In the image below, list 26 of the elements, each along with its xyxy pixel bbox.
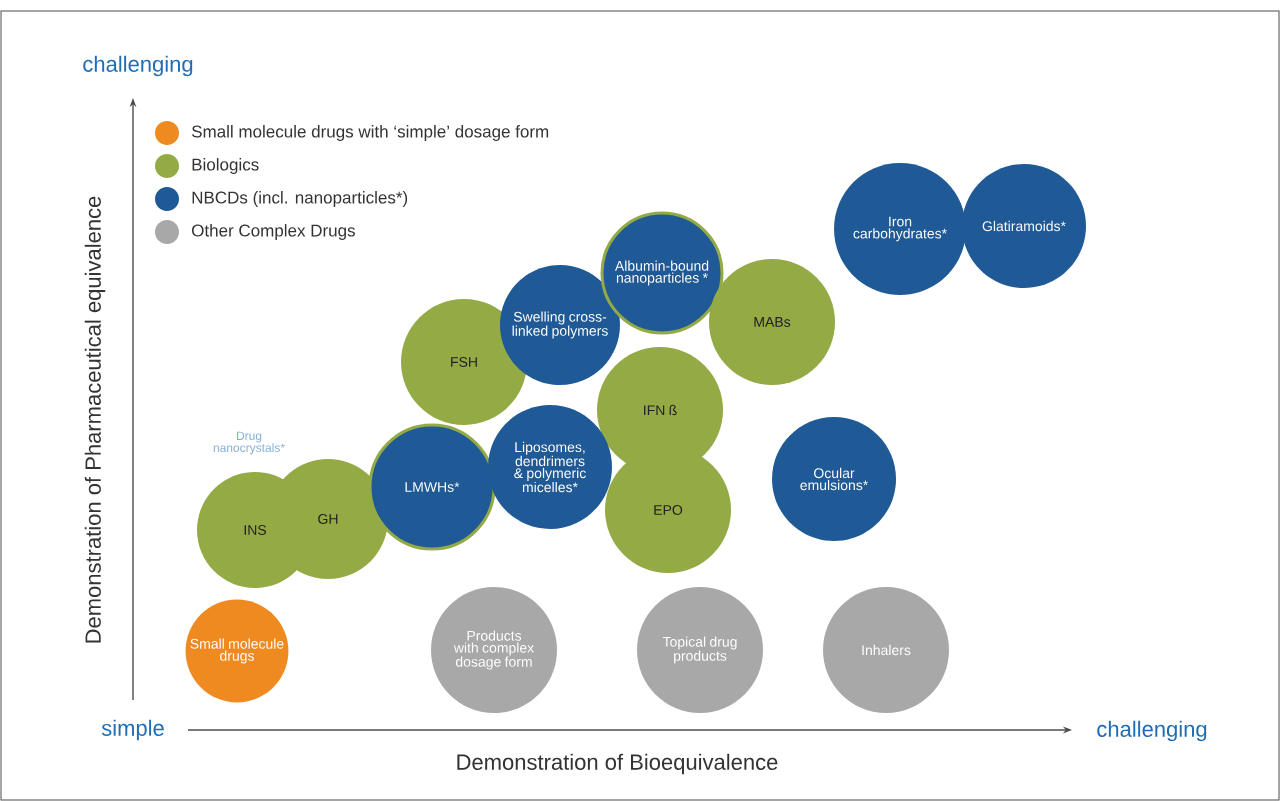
axis-title: Demonstration of Pharmaceutical equivalence <box>84 196 106 643</box>
bubble: Glatiramoids* <box>962 164 1086 288</box>
legend-text: Other Complex Drugs <box>192 224 355 240</box>
node-label: GH <box>318 514 338 524</box>
bubble: EPO <box>605 447 731 573</box>
axis-label: simple <box>101 719 164 741</box>
legend-text: NBCDs (incl. nanoparticles*) <box>192 191 408 207</box>
faint-label: Drug nanocrystals* <box>213 431 285 455</box>
bubble: LMWHs* <box>368 423 496 551</box>
axis-title: Demonstration of Bioequivalence <box>457 753 778 775</box>
bubble: GH <box>268 459 388 579</box>
bubble: Inhalers <box>823 587 949 713</box>
node-label: INS <box>244 525 267 535</box>
bubble: MABs <box>709 259 835 385</box>
bubble: Ocular emulsions* <box>772 417 896 541</box>
bubble: Small molecule drugs <box>185 599 289 703</box>
axis-label: challenging <box>83 55 193 77</box>
node-label: IFN ß <box>644 404 677 416</box>
bubble: Topical drug products <box>637 587 763 713</box>
axis-label: challenging <box>1097 720 1207 742</box>
bubble: Liposomes, dendrimers & polymeric micelles* <box>488 405 612 529</box>
legend-text: Small molecule drugs with ‘simple’ dosage form <box>191 125 549 141</box>
bubble: Iron carbohydrates* <box>834 163 966 295</box>
node-label: EPO <box>654 505 683 515</box>
bubble: Products with complex dosage form <box>431 587 557 713</box>
legend-text: Biologics <box>192 158 259 174</box>
